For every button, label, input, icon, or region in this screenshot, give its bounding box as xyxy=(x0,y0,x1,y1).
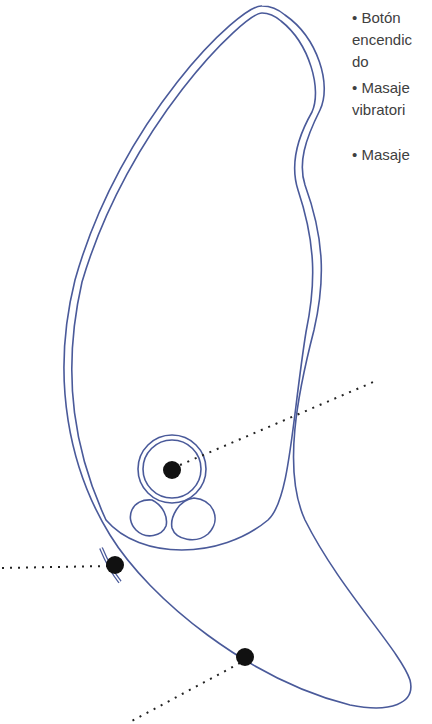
leader-line xyxy=(130,663,240,722)
button-ring xyxy=(143,440,201,498)
lower-loop xyxy=(172,498,215,540)
part-label: • Masaje vibratori xyxy=(352,77,426,121)
leader-line xyxy=(2,566,108,568)
part-label: • Masaje xyxy=(352,144,426,166)
device-inner-outline xyxy=(72,13,316,550)
marker-dot xyxy=(236,648,254,666)
marker-dot xyxy=(163,461,181,479)
lower-loop xyxy=(130,500,166,536)
marker-dot xyxy=(106,556,124,574)
leader-line xyxy=(180,380,378,465)
button-ring xyxy=(138,435,206,503)
part-label: • Botón encendic do xyxy=(352,7,426,73)
